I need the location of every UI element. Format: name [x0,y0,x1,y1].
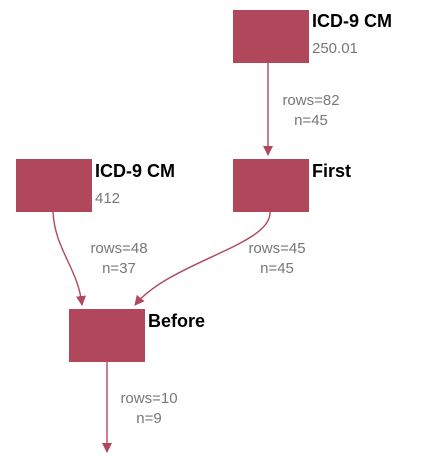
edge-rows-label: rows=10 [120,390,177,407]
node-box[interactable] [233,10,309,63]
edge-before-to-output: rows=10 n=9 [102,362,178,453]
node-box[interactable] [233,159,309,212]
edge-n-label: n=37 [102,260,136,277]
node-code: 412 [95,190,120,207]
edge-icd9-25001-to-first: rows=82 n=45 [263,63,340,156]
node-box[interactable] [16,159,92,212]
node-before[interactable]: Before [69,309,205,362]
edge-n-label: n=45 [294,112,328,129]
node-code: 250.01 [312,40,358,57]
node-title: ICD-9 CM [312,11,392,31]
edge-line [52,211,86,306]
node-title: First [312,161,351,181]
edge-icd9-412-to-before: rows=48 n=37 [52,211,148,306]
edge-line [134,211,271,306]
node-title: ICD-9 CM [95,161,175,181]
edge-n-label: n=9 [136,410,161,427]
edge-n-label: n=45 [260,260,294,277]
edge-rows-label: rows=45 [248,240,305,257]
edge-rows-label: rows=48 [90,240,147,257]
node-first[interactable]: First [233,159,351,212]
node-icd9-412[interactable]: ICD-9 CM 412 [16,159,175,212]
node-title: Before [148,311,205,331]
edge-rows-label: rows=82 [282,92,339,109]
node-box[interactable] [69,309,145,362]
edge-first-to-before: rows=45 n=45 [134,211,306,306]
node-icd9-250-01[interactable]: ICD-9 CM 250.01 [233,10,392,63]
